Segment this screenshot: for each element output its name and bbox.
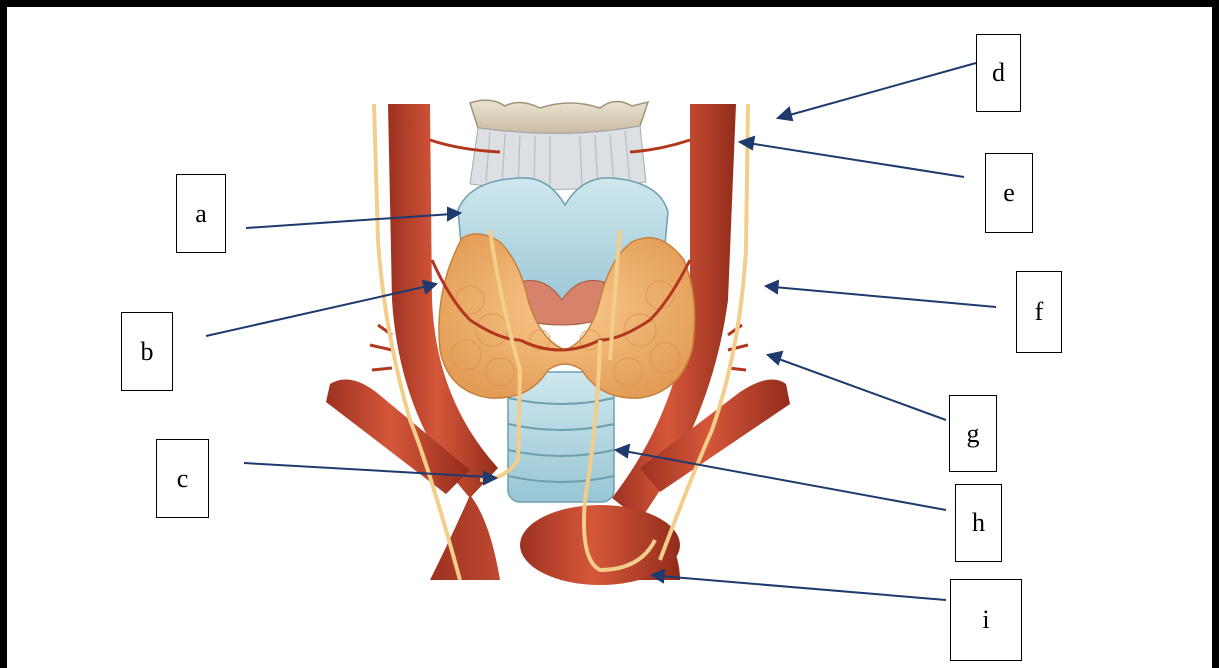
hyoid-bone xyxy=(470,100,648,133)
label-g: g xyxy=(949,395,997,472)
label-c: c xyxy=(156,439,209,518)
label-f: f xyxy=(1016,271,1062,353)
label-e: e xyxy=(985,153,1033,233)
label-h: h xyxy=(955,484,1002,562)
arrow-e xyxy=(748,143,964,177)
label-b: b xyxy=(121,312,173,391)
arrow-d xyxy=(786,63,976,116)
arrow-i xyxy=(660,576,946,600)
arrow-f xyxy=(774,287,996,307)
label-a: a xyxy=(176,174,226,253)
label-d: d xyxy=(976,34,1021,112)
label-i: i xyxy=(950,579,1022,661)
arrow-g xyxy=(776,358,946,420)
